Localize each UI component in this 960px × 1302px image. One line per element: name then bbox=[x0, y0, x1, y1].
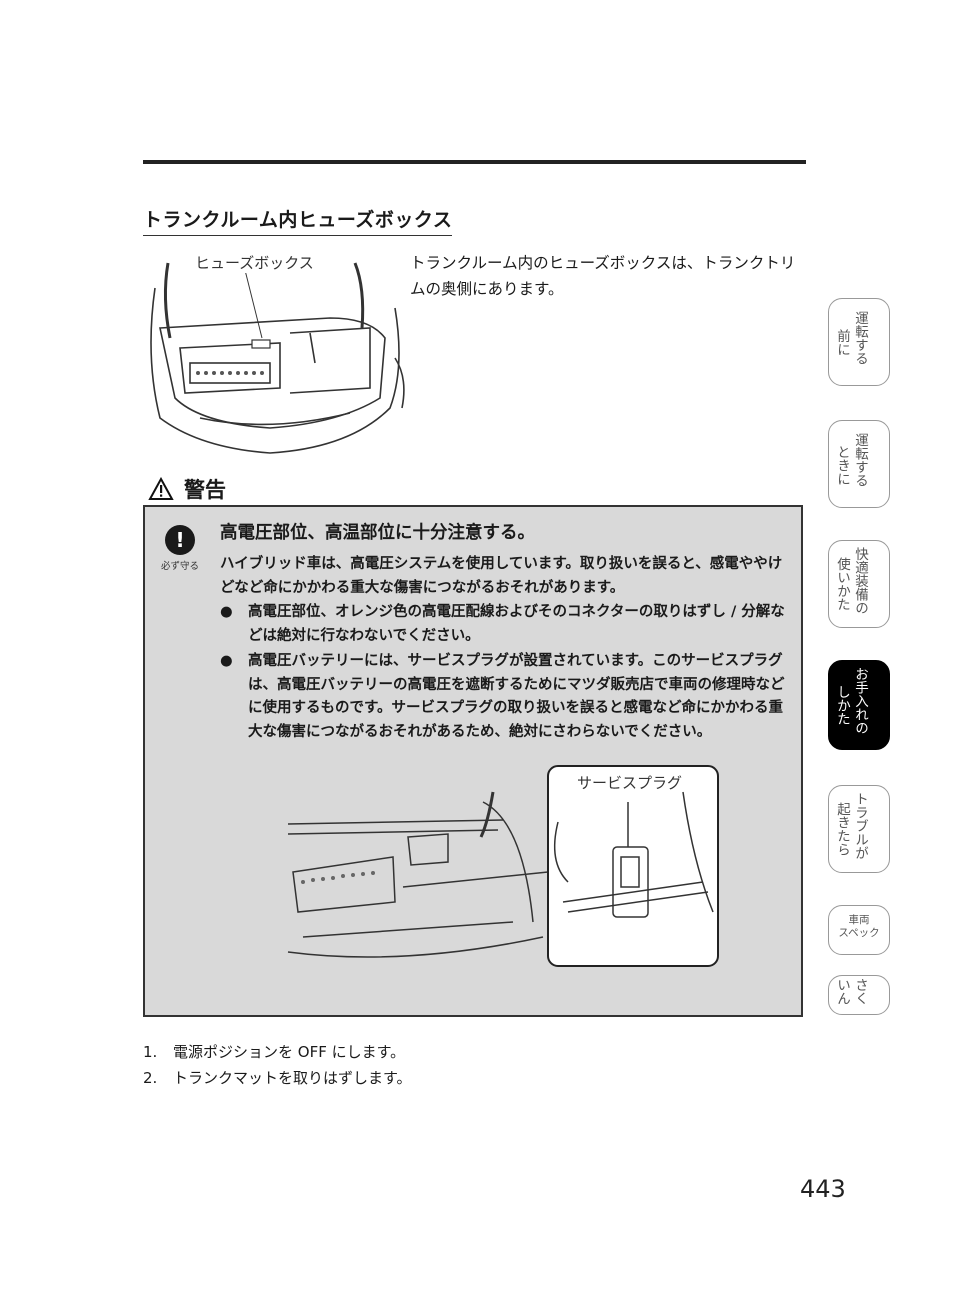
fuse-box-label: ヒューズボックス bbox=[195, 252, 314, 273]
tab-maintenance[interactable]: お手入れの しかた bbox=[828, 660, 890, 750]
tab-text: 運転する bbox=[852, 311, 868, 365]
step-item: 2. トランクマットを取りはずします。 bbox=[143, 1066, 412, 1090]
warning-bullet: ● 高電圧部位、オレンジ色の高電圧配線およびそのコネクターの取りはずし / 分解… bbox=[220, 601, 796, 648]
tab-text: 車両 bbox=[848, 914, 870, 926]
tab-text: 運転する bbox=[852, 433, 868, 487]
step-text: トランクマットを取りはずします。 bbox=[173, 1069, 412, 1087]
must-follow-label: 必ず守る bbox=[161, 561, 200, 572]
tab-text: 使いかた bbox=[834, 557, 850, 611]
tab-text: 快適装備の bbox=[852, 547, 868, 615]
tab-before-driving[interactable]: 運転する 前に bbox=[828, 298, 890, 386]
tab-text: いん bbox=[834, 978, 850, 1005]
bullet-icon: ● bbox=[220, 604, 233, 620]
tab-text: ときに bbox=[834, 445, 850, 486]
warning-body: ハイブリッド車は、高電圧システムを使用しています。取り扱いを誤ると、感電ややけど… bbox=[220, 556, 783, 596]
warning-bullet: ● 高電圧バッテリーには、サービスプラグが設置されています。このサービスプラグは… bbox=[220, 650, 796, 744]
tab-vehicle-specs[interactable]: 車両 スペック bbox=[828, 905, 890, 955]
step-item: 1. 電源ポジションを OFF にします。 bbox=[143, 1040, 412, 1064]
tab-comfort-features[interactable]: 快適装備の 使いかた bbox=[828, 540, 890, 628]
section-title: トランクルーム内ヒューズボックス bbox=[143, 205, 453, 236]
bullet-icon: ● bbox=[220, 653, 233, 669]
warning-heading: 警告 bbox=[148, 474, 226, 504]
page-number: 443 bbox=[800, 1175, 846, 1203]
tab-text: さく bbox=[852, 978, 868, 1005]
intro-text: トランクルーム内のヒューズボックスは、トランクトリムの奥側にあります。 bbox=[410, 254, 796, 298]
tab-text: 前に bbox=[834, 329, 850, 356]
step-text: 電源ポジションを OFF にします。 bbox=[173, 1043, 406, 1061]
exclamation-icon: ! bbox=[165, 525, 195, 555]
top-rule bbox=[143, 160, 806, 164]
warning-title: 高電圧部位、高温部位に十分注意する。 bbox=[220, 523, 535, 543]
step-number: 1. bbox=[143, 1043, 158, 1061]
tab-text: スペック bbox=[838, 927, 880, 939]
bullet-text: 高電圧部位、オレンジ色の高電圧配線およびそのコネクターの取りはずし / 分解など… bbox=[248, 604, 785, 644]
tab-troubleshooting[interactable]: トラブルが 起きたら bbox=[828, 785, 890, 873]
steps-list: 1. 電源ポジションを OFF にします。 2. トランクマットを取りはずします… bbox=[143, 1040, 412, 1090]
tab-text: しかた bbox=[834, 685, 850, 726]
tab-text: 起きたら bbox=[834, 802, 850, 856]
step-number: 2. bbox=[143, 1069, 158, 1087]
tab-text: トラブルが bbox=[852, 792, 868, 860]
warning-label: 警告 bbox=[184, 478, 226, 502]
trunk-illustration bbox=[150, 262, 405, 454]
service-plug-illustration bbox=[287, 765, 719, 967]
warning-triangle-icon bbox=[148, 477, 174, 500]
chapter-tabs: 運転する 前に 運転する ときに 快適装備の 使いかた お手入れの しかた トラ… bbox=[828, 0, 890, 1302]
trunk-fuse-box-figure: ヒューズボックス bbox=[140, 248, 410, 460]
bullet-text: 高電圧バッテリーには、サービスプラグが設置されています。このサービスプラグは、高… bbox=[248, 653, 785, 740]
service-plug-label: サービスプラグ bbox=[577, 772, 683, 793]
tab-text: お手入れの bbox=[852, 667, 868, 735]
service-plug-figure: サービスプラグ bbox=[283, 762, 720, 972]
tab-index[interactable]: さく いん bbox=[828, 975, 890, 1015]
tab-when-driving[interactable]: 運転する ときに bbox=[828, 420, 890, 508]
